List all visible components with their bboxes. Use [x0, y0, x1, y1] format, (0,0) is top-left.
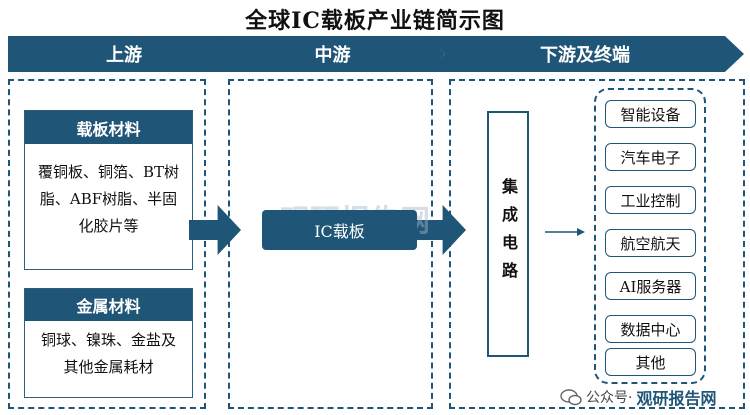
watermark-label: 公众号·	[586, 390, 633, 406]
diagram-title: 全球IC载板产业链简示图	[245, 8, 505, 34]
upstream-frame	[8, 79, 206, 409]
stage-header-downstream: 下游及终端	[426, 36, 744, 72]
wechat-icon	[560, 389, 582, 406]
application-item: AI服务器	[605, 272, 696, 300]
ic-substrate-box: IC载板	[262, 210, 417, 250]
arrow-to-applications	[545, 228, 585, 236]
panel-line: 铜球、镍珠、金盐及	[40, 331, 176, 349]
panel-line: 化胶片等	[78, 217, 139, 235]
watermark-brand: 观研报告网	[636, 389, 717, 408]
stage-header-midstream: 中游	[220, 36, 445, 72]
application-item: 汽车电子	[605, 143, 696, 171]
integrated-circuit-box: 集成电路	[487, 111, 529, 357]
application-item: 工业控制	[605, 186, 696, 214]
application-item: 智能设备	[605, 100, 696, 128]
application-item: 航空航天	[605, 229, 696, 257]
integrated-circuit-label: 集成电路	[499, 178, 518, 290]
panel-title: 金属材料	[25, 289, 192, 321]
applications-group	[594, 88, 706, 384]
stage-header-upstream: 上游	[8, 36, 240, 72]
panel-metal-materials: 金属材料 铜球、镍珠、金盐及 其他金属耗材	[24, 288, 193, 398]
panel-title: 载板材料	[25, 111, 192, 144]
watermark-badge: 公众号· 观研报告网	[560, 382, 748, 412]
panel-line: 脂、ABF树脂、半固	[39, 190, 178, 208]
panel-line: 覆铜板、铜箔、BT树	[37, 163, 180, 181]
application-item: 其他	[605, 348, 696, 376]
application-item: 数据中心	[605, 315, 696, 343]
panel-line: 其他金属耗材	[63, 358, 154, 376]
panel-substrate-materials: 载板材料 覆铜板、铜箔、BT树 脂、ABF树脂、半固 化胶片等	[24, 110, 193, 270]
midstream-frame	[228, 79, 433, 409]
